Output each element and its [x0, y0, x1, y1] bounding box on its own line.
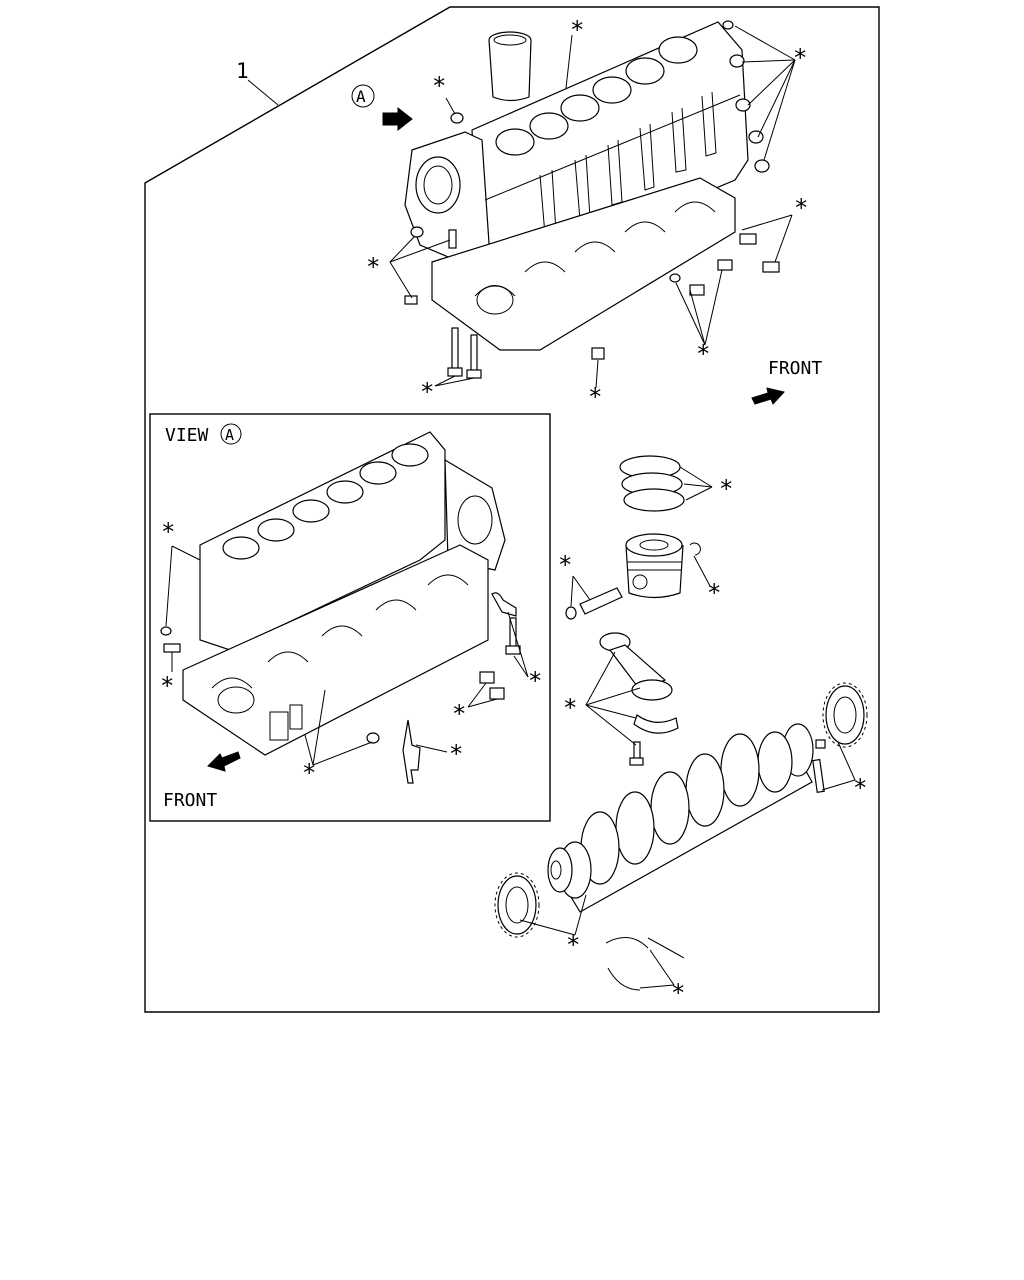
- callout-rings: *: [719, 475, 733, 503]
- front-arrow-top: [751, 387, 785, 405]
- svg-text:A: A: [225, 426, 234, 444]
- leaders-piston: [570, 466, 713, 746]
- piston-rings: [619, 455, 685, 512]
- callout-left-pins: *: [366, 253, 380, 281]
- bolts-front-side: [669, 233, 780, 296]
- view-a-title-marker: A: [220, 423, 242, 445]
- callout-inset-left-bottom: *: [160, 672, 174, 700]
- view-a-inset-frame: [149, 413, 551, 822]
- plug-left: [450, 112, 464, 124]
- inset-parts: [160, 592, 521, 784]
- view-a-marker: A: [351, 84, 375, 108]
- dowel-pin-rear: [812, 739, 826, 793]
- plug-bottom: [591, 347, 605, 360]
- crankshaft: [547, 723, 814, 913]
- callout-con-rod: *: [563, 694, 577, 722]
- callouts-crank: * * *: [566, 774, 867, 1007]
- item-number-label: 1: [236, 59, 249, 83]
- callout-crank-gear-rear: *: [853, 774, 867, 802]
- callout-top-plugs: *: [793, 44, 807, 72]
- callout-thrust-washers: *: [671, 979, 685, 1007]
- callout-left-dowel: *: [432, 72, 446, 100]
- callout-inset-oil-jet: *: [449, 740, 463, 768]
- piston-pin: [565, 587, 623, 620]
- callouts-inset: * * * * * *: [160, 518, 542, 787]
- crank-gear-rear: [822, 682, 868, 748]
- cylinder-liner: [488, 31, 532, 102]
- callouts-main: * * * * * * * *: [366, 16, 808, 411]
- front-arrow-inset: [207, 751, 241, 772]
- connecting-rod: [599, 632, 679, 766]
- svg-text:A: A: [356, 87, 366, 106]
- callout-mid-dowels: *: [794, 194, 808, 222]
- item-leader: [247, 79, 279, 106]
- view-a-title-word: VIEW: [165, 425, 209, 446]
- callouts-piston: * * * *: [558, 475, 733, 722]
- leaders-inset: [165, 545, 529, 766]
- callout-liner: *: [570, 16, 584, 44]
- thrust-washers: [605, 937, 685, 991]
- snap-ring: [689, 542, 701, 556]
- front-label-top: FRONT: [768, 358, 822, 379]
- diagram-frame: [144, 6, 880, 1013]
- view-a-arrow: [382, 106, 413, 132]
- front-label-inset: FRONT: [163, 790, 217, 811]
- callout-inset-mid-plugs: *: [452, 700, 466, 728]
- callout-crank-gear-front: *: [566, 931, 580, 959]
- crank-gear-front: [494, 872, 540, 938]
- callout-plug-bottom: *: [588, 383, 602, 411]
- cylinder-block-underside: [182, 431, 506, 756]
- cylinder-block-main: [404, 21, 749, 351]
- leaders-crank: [519, 741, 856, 989]
- callout-bottom-studs: *: [420, 378, 434, 406]
- callout-inset-bottom: *: [302, 759, 316, 787]
- piston: [625, 533, 684, 599]
- callout-inset-left-top: *: [161, 518, 175, 546]
- callout-inset-right-bolts: *: [528, 667, 542, 695]
- callout-snap-ring: *: [707, 579, 721, 607]
- callout-piston-pin: *: [558, 551, 572, 579]
- callout-front-bolts: *: [696, 340, 710, 368]
- studs-bottom: [447, 327, 482, 379]
- leaders-main: [389, 25, 796, 389]
